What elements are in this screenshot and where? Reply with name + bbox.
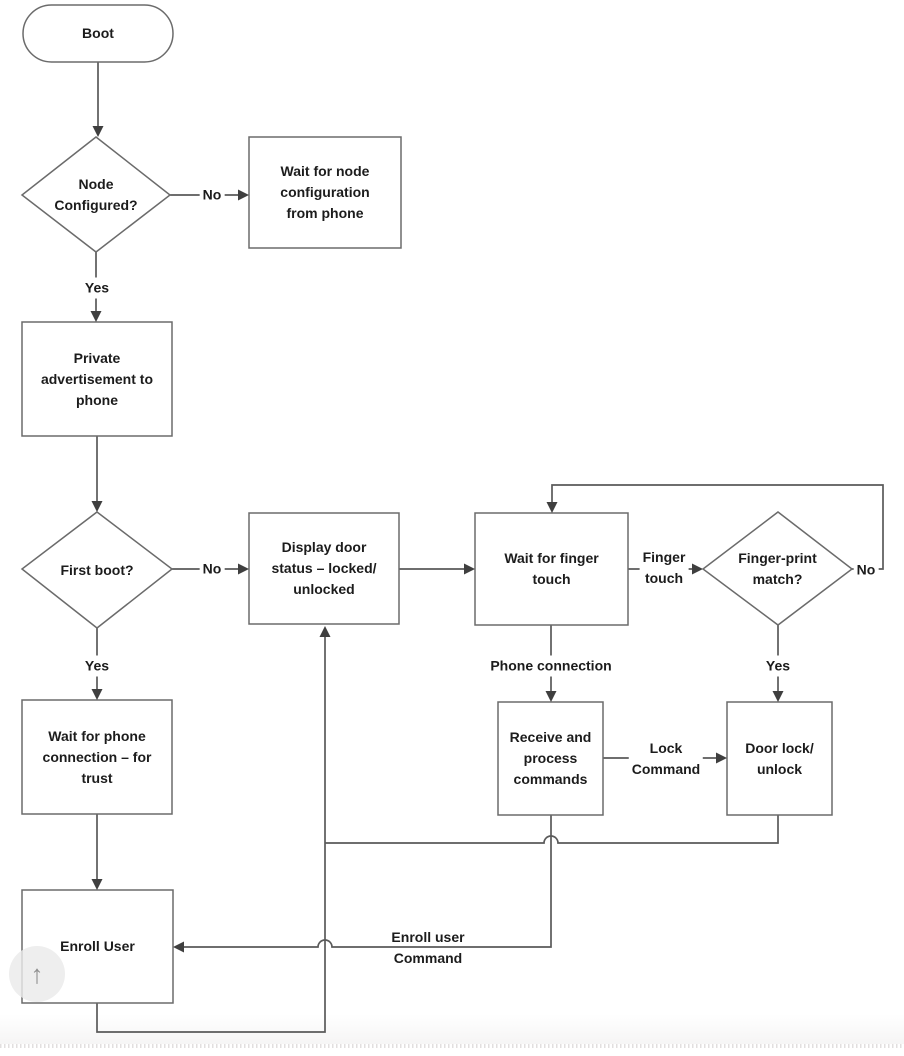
node-first-boot-shape xyxy=(20,511,174,629)
edge-enroll-to-display xyxy=(96,637,326,1033)
arrowhead xyxy=(545,691,557,702)
up-arrow-icon: ↑ xyxy=(30,958,44,989)
bottom-fade-band xyxy=(0,1014,904,1044)
scroll-to-top-button[interactable]: ↑ xyxy=(9,946,65,1002)
arrowhead xyxy=(91,501,103,512)
edge-doorlock-return xyxy=(325,815,779,844)
arrowhead xyxy=(90,311,102,322)
node-wait-node-config-shape xyxy=(248,136,402,249)
node-node-configured-shape xyxy=(20,136,172,253)
arrowhead xyxy=(238,189,249,201)
edge-enroll-command xyxy=(184,815,552,948)
node-private-advertisement-shape xyxy=(21,321,173,437)
arrowhead xyxy=(91,879,103,890)
node-boot-shape xyxy=(22,4,174,63)
arrowhead xyxy=(716,752,727,764)
arrowhead xyxy=(546,502,558,513)
arrowhead xyxy=(91,689,103,700)
arrowhead xyxy=(92,126,104,137)
arrowhead xyxy=(173,941,184,953)
arrowhead xyxy=(692,563,703,575)
arrowhead xyxy=(238,563,249,575)
node-fingerprint-match-shape xyxy=(701,511,854,626)
arrowhead xyxy=(772,691,784,702)
node-wait-phone-connection-shape xyxy=(21,699,173,815)
node-door-lock-unlock-shape xyxy=(726,701,833,816)
page-dotted-divider xyxy=(0,1044,904,1048)
arrowhead xyxy=(464,563,475,575)
node-receive-process-commands-shape xyxy=(497,701,604,816)
node-display-door-status-shape xyxy=(248,512,400,625)
arrowhead xyxy=(319,626,331,637)
node-wait-finger-touch-shape xyxy=(474,512,629,626)
